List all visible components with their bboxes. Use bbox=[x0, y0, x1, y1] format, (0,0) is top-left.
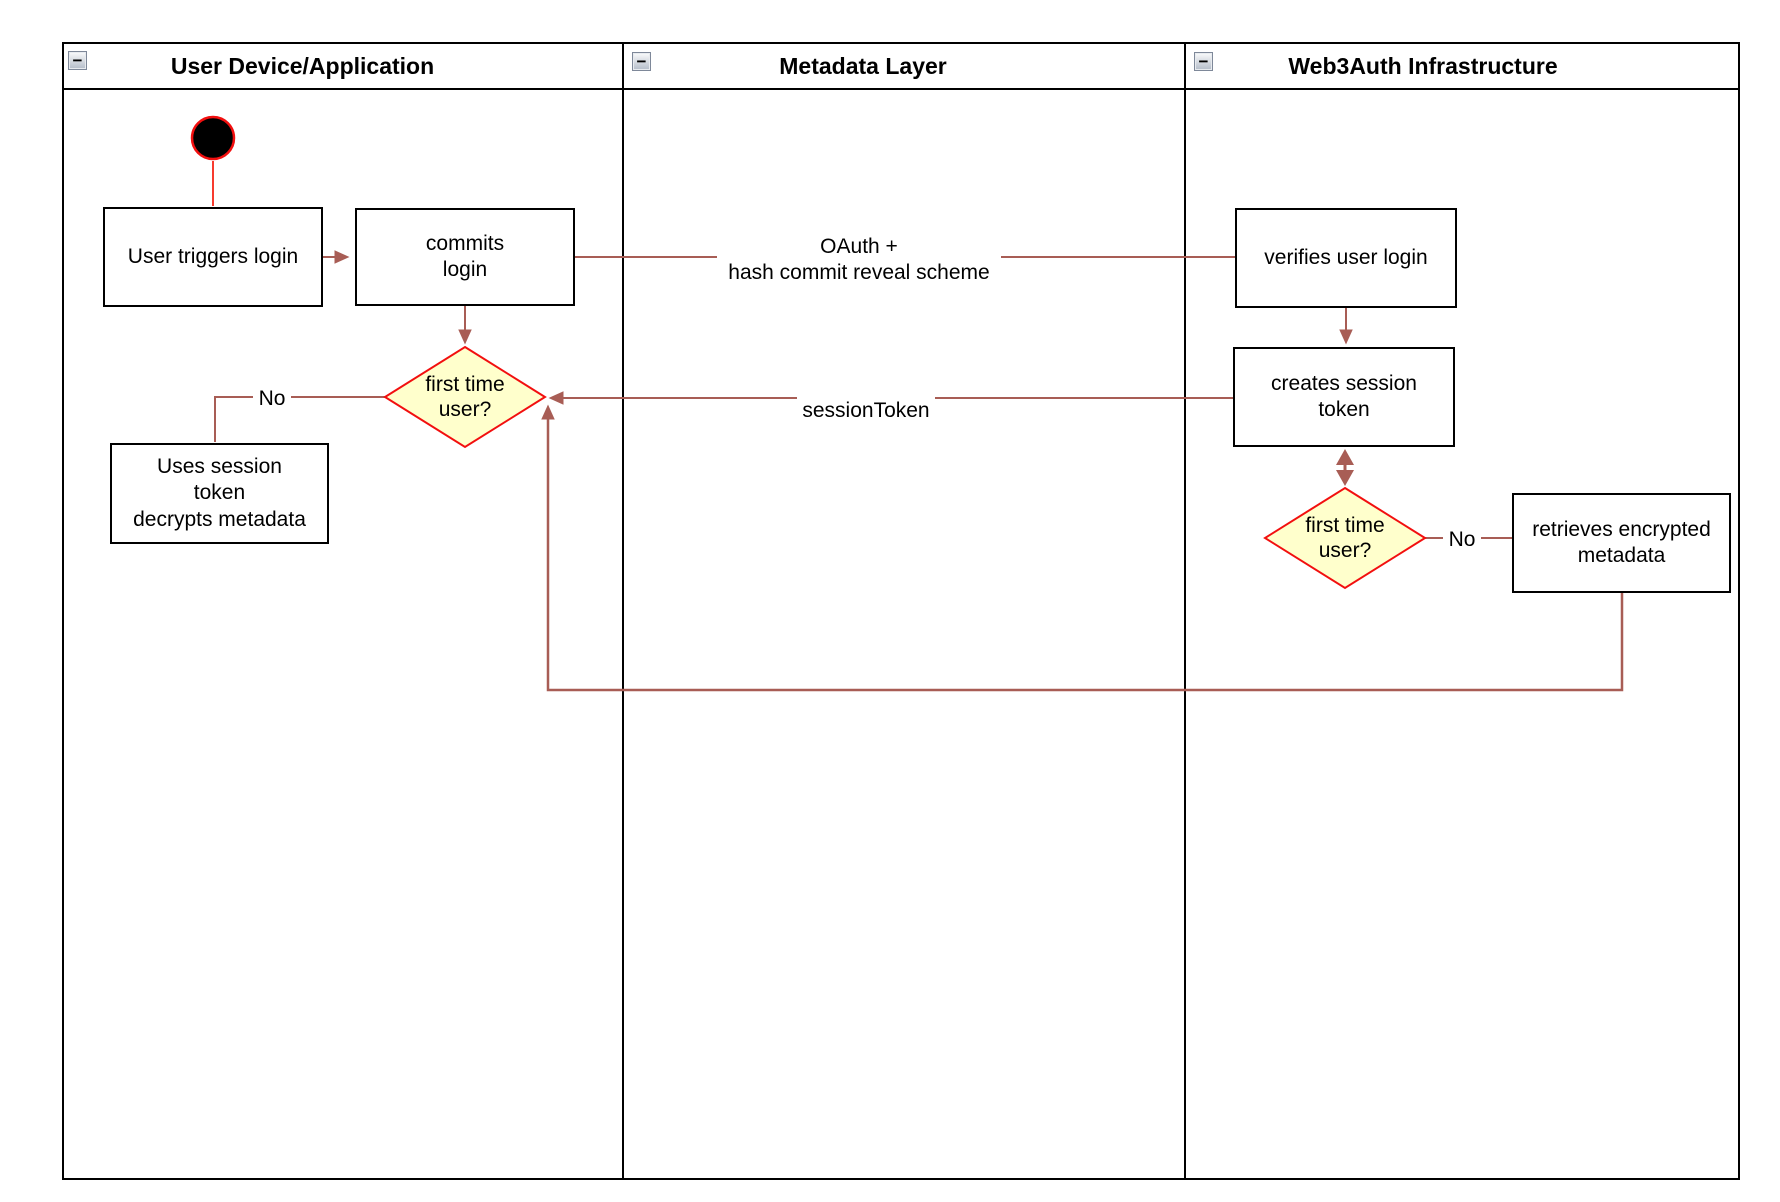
activity-creates-session-token[interactable]: creates session token bbox=[1233, 347, 1455, 447]
collapse-lane-icon[interactable]: − bbox=[632, 52, 651, 71]
lane-title-user-device: User Device/Application bbox=[170, 52, 435, 79]
edge-label-oauth: OAuth + hash commit reveal scheme bbox=[717, 233, 1001, 287]
activity-verifies-user-login[interactable]: verifies user login bbox=[1235, 208, 1457, 308]
edge-label-no-device: No bbox=[253, 387, 291, 411]
edge-label-sessiontoken: sessionToken bbox=[797, 394, 935, 428]
double-arrowhead-up bbox=[1336, 449, 1354, 465]
edge-retrieves-feedback-to-decision bbox=[541, 404, 1624, 692]
decision-label-infra: first time user? bbox=[1305, 513, 1385, 562]
lane-divider-2 bbox=[1184, 42, 1186, 1180]
double-arrowhead-down bbox=[1336, 470, 1354, 486]
lane-title-web3auth: Web3Auth Infrastructure bbox=[1288, 52, 1558, 79]
activity-uses-session-token[interactable]: Uses session token decrypts metadata bbox=[110, 443, 329, 544]
lane-title-metadata-layer: Metadata Layer bbox=[779, 52, 947, 79]
activity-retrieves-encrypted-metadata[interactable]: retrieves encrypted metadata bbox=[1512, 493, 1731, 593]
activity-commits-login[interactable]: commits login bbox=[355, 208, 575, 306]
lane-header-divider bbox=[62, 88, 1740, 90]
start-node[interactable] bbox=[190, 115, 236, 161]
lane-divider-1 bbox=[622, 42, 624, 1180]
activity-user-triggers-login[interactable]: User triggers login bbox=[103, 207, 323, 307]
decision-first-time-user-infra[interactable] bbox=[1263, 486, 1427, 590]
edge-decision-no-to-uses-session bbox=[214, 396, 385, 442]
decision-first-time-user-device[interactable] bbox=[383, 345, 547, 449]
collapse-lane-icon[interactable]: − bbox=[68, 51, 87, 70]
collapse-lane-icon[interactable]: − bbox=[1194, 52, 1213, 71]
decision-label-device: first time user? bbox=[425, 372, 505, 421]
edge-label-no-infra: No bbox=[1443, 528, 1481, 552]
swimlane-pool bbox=[62, 42, 1740, 1180]
